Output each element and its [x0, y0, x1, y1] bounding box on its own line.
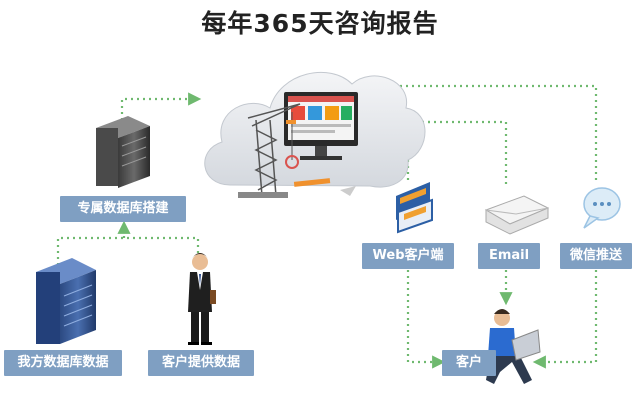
dedicated-db-label: 专属数据库搭建: [60, 196, 186, 222]
chat-bubble-icon: [583, 187, 621, 229]
envelope-icon: [484, 195, 550, 235]
dedicated-server-icon: [96, 116, 150, 188]
client-data-label: 客户提供数据: [148, 350, 254, 376]
cloud-computer-illustration: [204, 71, 426, 198]
web-client-icon: [396, 182, 433, 234]
customer-label: 客户: [442, 350, 496, 376]
web-client-label: Web客户端: [362, 243, 454, 269]
connector-sources-to-db: [56, 236, 200, 265]
connector-wechat-to-customer: [532, 270, 598, 369]
database-server-icon: [36, 258, 96, 344]
our-db-label: 我方数据库数据: [4, 350, 122, 376]
email-label: Email: [478, 243, 540, 269]
businessman-icon: [188, 253, 216, 345]
diagram-title: 每年365天咨询报告: [201, 9, 439, 38]
connector-web-to-customer: [406, 270, 446, 369]
connector-db-to-cloud: [120, 92, 202, 120]
customer-with-laptop-icon: [486, 309, 541, 384]
connector-cloud-to-email: [410, 120, 508, 187]
wechat-label: 微信推送: [560, 243, 632, 269]
